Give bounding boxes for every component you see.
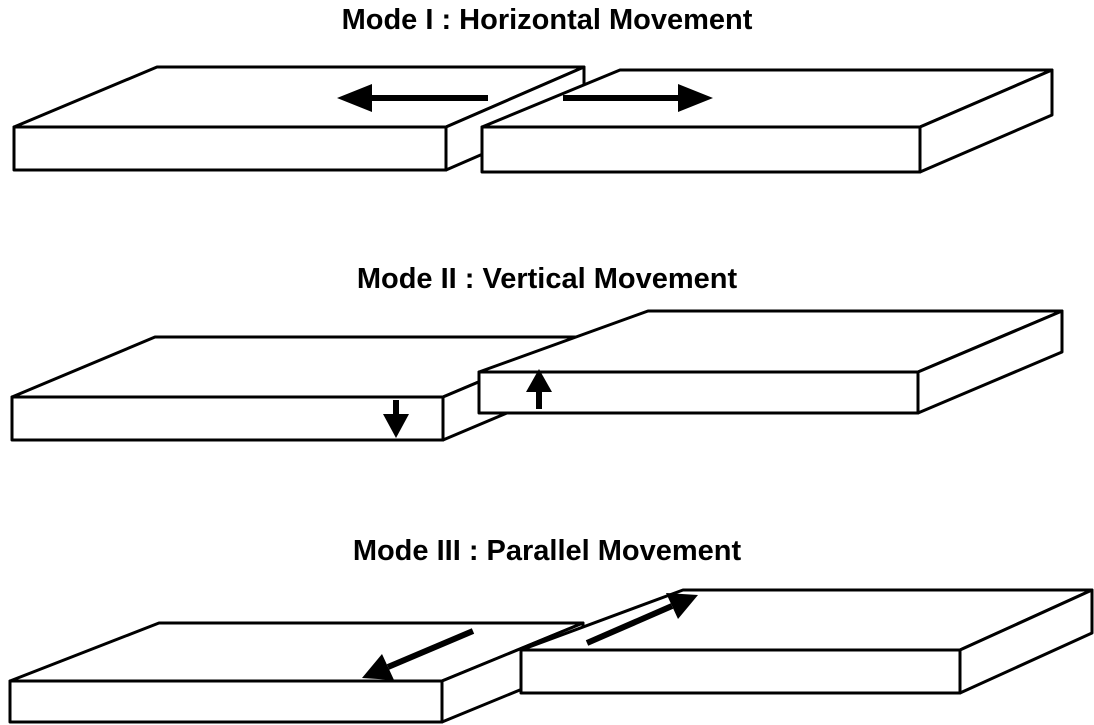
- left-arrow-icon: [337, 84, 488, 112]
- mode-1-title: Mode I : Horizontal Movement: [341, 4, 753, 36]
- up-arrow-icon: [526, 369, 552, 409]
- mode-2-title: Mode II : Vertical Movement: [356, 263, 738, 295]
- diagonal-up-right-arrow-icon: [585, 593, 698, 646]
- right-arrow-icon: [563, 84, 713, 112]
- mode-1-left-plate: [12, 65, 586, 172]
- mode-2-right-plate: [477, 309, 1064, 415]
- mode-3-title: Mode III : Parallel Movement: [352, 535, 742, 567]
- mode-3-left-plate: [8, 621, 585, 724]
- mode-1-right-plate: [480, 68, 1054, 174]
- diagonal-down-left-arrow-icon: [362, 628, 475, 680]
- mode-3-right-plate: [519, 588, 1094, 695]
- down-arrow-icon: [383, 400, 409, 438]
- mode-1-diagram: [12, 65, 1054, 174]
- mode-3-diagram: [8, 588, 1094, 724]
- mode-2-diagram: [10, 309, 1064, 442]
